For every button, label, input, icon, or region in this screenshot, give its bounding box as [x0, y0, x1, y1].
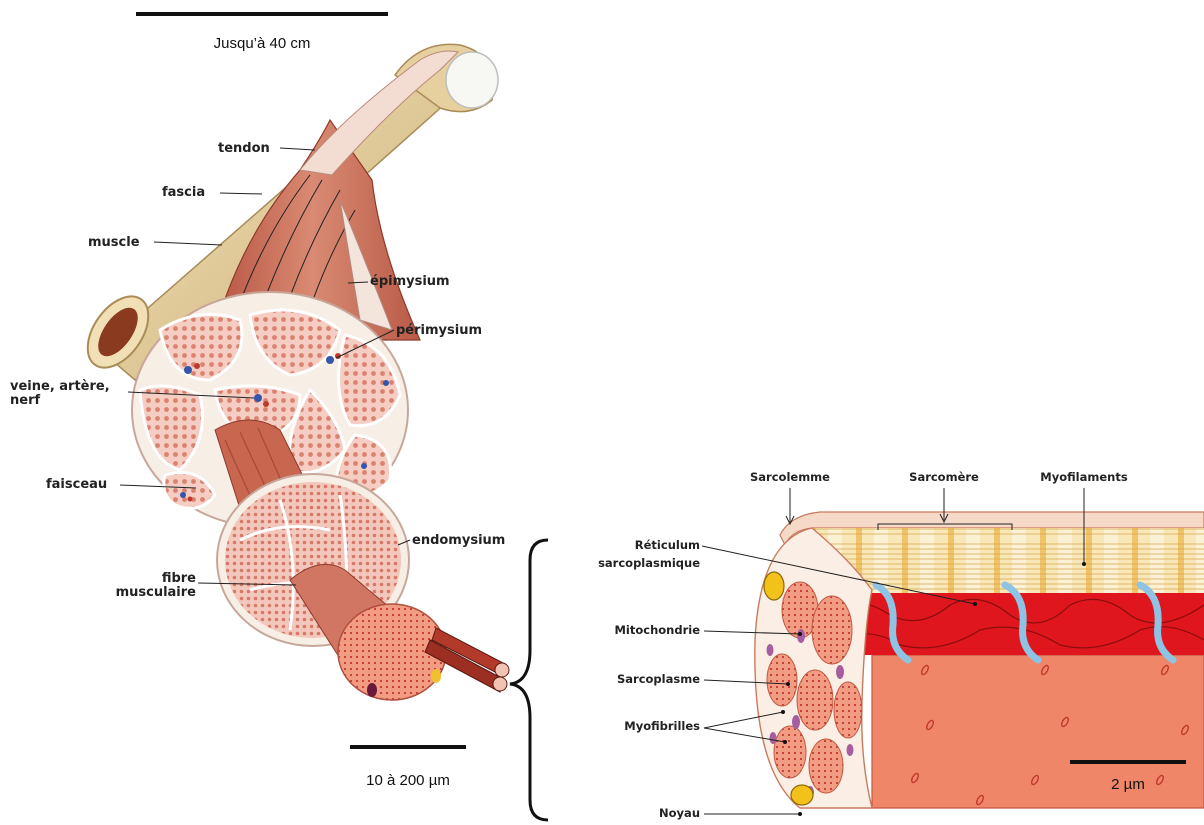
muscle-illustration	[75, 44, 509, 700]
label-vessels-line1: veine, artère,	[10, 379, 110, 394]
label-noyau: Noyau	[659, 806, 700, 820]
scale-label-fiber: 10 à 200 µm	[366, 772, 450, 789]
label-fibre-line1: fibre	[162, 571, 196, 586]
label-endomysium: endomysium	[412, 533, 505, 548]
bone-articular-cap	[446, 52, 498, 108]
zoom-brace	[510, 540, 548, 820]
label-fascia: fascia	[162, 185, 205, 200]
fiber-nucleus	[367, 683, 377, 697]
label-muscle: muscle	[88, 235, 140, 250]
nucleus-bottom	[791, 785, 813, 805]
nucleus-top	[764, 572, 784, 600]
scale-label-top: Jusqu’à 40 cm	[214, 35, 311, 52]
label-vessels-line2: nerf	[10, 393, 40, 408]
label-epimysium: épimysium	[370, 274, 450, 289]
label-sarcoplasme: Sarcoplasme	[617, 672, 700, 686]
fiber-body	[872, 655, 1204, 808]
label-mitochondrie: Mitochondrie	[614, 623, 700, 637]
label-myofilaments: Myofilaments	[1040, 470, 1128, 484]
myofibril-end	[493, 677, 507, 691]
label-perimysium: périmysium	[396, 323, 482, 338]
scale-bar-fiber: 10 à 200 µm	[350, 745, 466, 789]
myofibril-end-2	[495, 663, 509, 677]
reticulum-band	[812, 593, 1204, 655]
label-reticulum-line1: Réticulum	[635, 538, 700, 552]
scale-bar-top: Jusqu’à 40 cm	[136, 12, 388, 52]
label-tendon: tendon	[218, 141, 270, 156]
label-myofibrilles: Myofibrilles	[624, 719, 700, 733]
label-sarcolemme: Sarcolemme	[750, 470, 830, 484]
fiber-nucleus-2	[431, 669, 441, 683]
scale-label-myofibril: 2 µm	[1111, 776, 1145, 793]
label-reticulum-line2: sarcoplasmique	[598, 556, 700, 570]
label-sarcomere: Sarcomère	[909, 470, 979, 484]
label-faisceau: faisceau	[46, 477, 107, 492]
label-fibre-line2: musculaire	[116, 585, 197, 600]
